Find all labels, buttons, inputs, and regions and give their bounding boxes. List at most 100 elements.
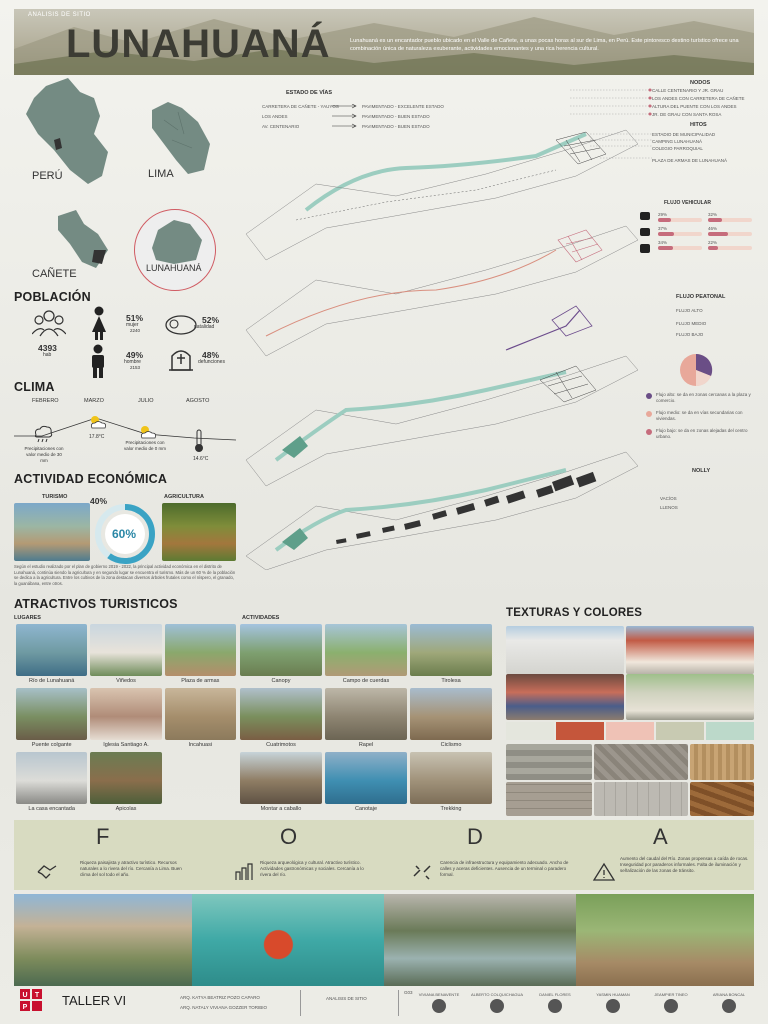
hombre-count: 2153 (130, 365, 141, 370)
warning-icon (592, 862, 616, 881)
foda-d-text: Carencia de infraestructura y equipamien… (440, 860, 569, 878)
mujer-label: mujer (126, 322, 139, 328)
svg-text:T: T (35, 992, 40, 999)
attraction-caption: Incahuasi (188, 742, 213, 748)
avatar (548, 999, 562, 1014)
attraction-card[interactable]: Apicolas (90, 752, 162, 816)
hitos-title: HITOS (690, 122, 707, 128)
flujo-peatonal-title: FLUJO PEATONAL (676, 294, 726, 300)
attraction-caption: Montar a caballo (260, 806, 302, 812)
prof-1: ARQ. KATYA BEATRIZ POZO CAPARO (180, 995, 260, 1000)
attraction-card[interactable]: Canotaje (325, 752, 407, 816)
fv-value: 37% (658, 226, 668, 231)
flujo-medio: FLUJO MEDIO (676, 321, 707, 326)
member: VIVIANA BENAVENTE (412, 992, 466, 1018)
attraction-card[interactable]: Incahuasi (164, 688, 236, 752)
foda-band (14, 820, 754, 890)
habitantes-label: hab (43, 352, 52, 358)
color-swatch (606, 722, 654, 740)
attraction-photo (325, 624, 407, 676)
canete-label: CAÑETE (32, 268, 77, 280)
attraction-photo (16, 752, 88, 804)
economia-donut (95, 504, 155, 564)
via-3-name: AV. CENTENARIO (262, 124, 300, 129)
textura-casa-blanca (506, 626, 624, 674)
member: ALBERTO COLQUICHAGUA (470, 992, 524, 1018)
man-icon (92, 344, 104, 378)
defunciones-label: defunciones (198, 359, 225, 365)
attraction-card[interactable]: Plaza de armas (164, 624, 236, 688)
attraction-card[interactable]: Iglesia Santiago A. (90, 688, 162, 752)
attraction-caption: Iglesia Santiago A. (103, 742, 149, 748)
avatar (664, 999, 678, 1014)
footer-divider-2 (398, 990, 399, 1016)
member-name: ALBERTO COLQUICHAGUA (470, 992, 524, 997)
fv-bar: 22% (708, 240, 752, 252)
fv-fill (708, 218, 723, 222)
flujo-bajo: FLUJO BAJO (676, 332, 704, 337)
attraction-card[interactable]: Canopy (240, 624, 322, 688)
attraction-card[interactable]: Cuatrimotos (240, 688, 322, 752)
attraction-card[interactable]: Rapel (325, 688, 407, 752)
mujer-count: 2240 (130, 328, 141, 333)
mountain-backdrop (14, 17, 754, 75)
attraction-caption: Viñedos (116, 678, 136, 684)
lima-map (152, 102, 210, 174)
attraction-card[interactable]: Montar a caballo (240, 752, 322, 816)
attraction-card[interactable]: Río de Lunahuaná (16, 624, 88, 688)
attraction-photo (410, 688, 492, 740)
flujo-alto: FLUJO ALTO (676, 308, 703, 313)
textura-calle (626, 674, 754, 720)
habitantes-value: 4393 (38, 343, 57, 353)
attraction-caption: Apicolas (115, 806, 137, 812)
header-banner (14, 9, 754, 75)
via-2-state: PAVIMENTADO - BUEN ESTADO (362, 114, 430, 119)
member-name: DANIEL FLORES (539, 992, 571, 997)
vias-title: ESTADO DE VÍAS (286, 90, 333, 96)
attraction-card[interactable]: Ciclismo (410, 688, 492, 752)
attraction-card[interactable]: Campo de cuerdas (325, 624, 407, 688)
actividades-label: ACTIVIDADES (242, 615, 280, 621)
fv-track (708, 218, 752, 222)
attraction-caption: Ciclismo (440, 742, 462, 748)
avatar (490, 999, 504, 1014)
member-name: YASMIN HUAMAN (596, 992, 630, 997)
legend-dot-alto (646, 393, 652, 399)
attraction-caption: Cuatrimotos (266, 742, 296, 748)
member-name: JEAMPIER TINEO (654, 992, 688, 997)
foda-d-letter: D (467, 824, 483, 849)
color-swatches (506, 722, 754, 740)
member-name: ARIANA BONCAL (712, 992, 746, 997)
attraction-card[interactable]: Viñedos (90, 624, 162, 688)
fv-track (658, 218, 702, 222)
attraction-card[interactable]: La casa encantada (16, 752, 88, 816)
lima-label: LIMA (148, 168, 174, 180)
attraction-caption: Tirolesa (441, 678, 461, 684)
sun-cloud-icon (91, 416, 106, 429)
svg-text:U: U (22, 992, 27, 999)
fv-bar: 46% (708, 226, 752, 238)
hito-3: COLEGIO PARROQUIAL (652, 146, 703, 151)
color-swatch (556, 722, 604, 740)
attraction-photo (90, 624, 162, 676)
attraction-card[interactable]: Puente colgante (16, 688, 88, 752)
nodo-2: LOS ANDES CON CARRETERA DE CAÑETE (652, 96, 745, 101)
attraction-card[interactable]: Trekking (410, 752, 492, 816)
attraction-caption: Campo de cuerdas (342, 678, 390, 684)
note-medio: Flujo medio: se da en vías secundarias c… (656, 410, 743, 422)
group-label: G03 (404, 990, 413, 995)
foda-o-text: Riqueza arqueológica y cultural. Atracti… (260, 860, 364, 878)
color-swatch (656, 722, 704, 740)
site-axonometric-layers (245, 129, 638, 570)
defunciones-pct: 48% (202, 350, 220, 360)
peru-label: PERÚ (32, 170, 63, 182)
attraction-card[interactable]: Tirolesa (410, 624, 492, 688)
member: DANIEL FLORES (528, 992, 582, 1018)
attraction-caption: Trekking (440, 806, 462, 812)
photo-canotaje (192, 894, 384, 986)
pct-turismo: 40% (90, 496, 108, 506)
economia-text: Según el estudio realizado por el plan d… (14, 564, 236, 587)
textura-ladrillo (506, 782, 592, 816)
fv-bar: 29% (658, 212, 702, 224)
